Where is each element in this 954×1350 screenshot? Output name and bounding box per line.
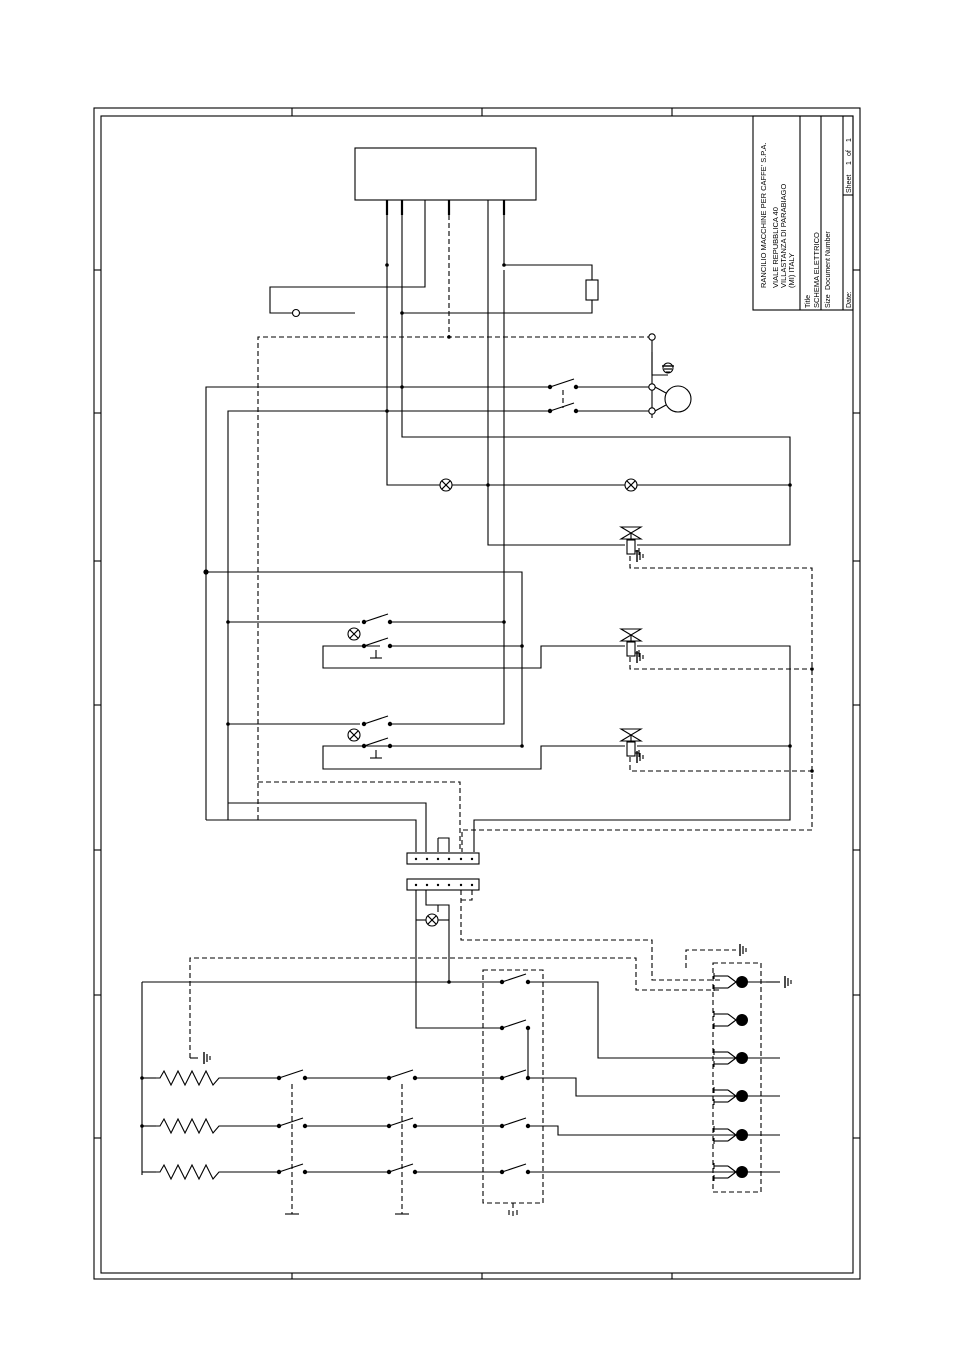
lamp-icon <box>625 479 637 491</box>
power-plug <box>714 973 748 1181</box>
address-country: (MI) ITALY <box>787 253 796 288</box>
junction-dots <box>140 263 814 1128</box>
terminal-strip-upper <box>407 853 479 864</box>
sheet-total: 1 <box>846 138 853 142</box>
ground-icon <box>766 976 791 988</box>
title-value: SCHEMA ELETTRICO <box>812 232 821 308</box>
lamp-icon <box>426 914 438 926</box>
ground-icon <box>740 944 746 956</box>
probe-terminal-icon <box>293 310 300 317</box>
drawing-frame <box>94 108 860 1279</box>
group-switch-1 <box>362 614 392 658</box>
date-label: Date: <box>846 291 853 308</box>
heating-resistor-icon <box>156 1165 228 1179</box>
ground-icon <box>637 550 643 562</box>
lamp-icon <box>348 628 360 640</box>
group-switch-2 <box>362 716 392 758</box>
lamp-icon <box>440 479 452 491</box>
heater-switch-contacts <box>277 1070 417 1174</box>
resistor-icon <box>586 280 598 300</box>
company-name: RANCILIO MACCHINE PER CAFFE' S.P.A. <box>759 143 768 289</box>
control-unit <box>355 148 536 215</box>
terminal-strip-lower <box>407 879 479 890</box>
title-label: Title <box>805 295 812 308</box>
solenoid-valve-icon <box>621 527 641 555</box>
lamp-icon <box>348 729 360 741</box>
sheet-number: 1 <box>846 161 853 165</box>
document-number-label: Document Number <box>825 231 832 290</box>
main-switch-contacts <box>500 974 530 1174</box>
size-label: Size <box>825 294 832 308</box>
title-block: RANCILIO MACCHINE PER CAFFE' S.P.A. VIAL… <box>753 116 853 310</box>
sheet-of: of <box>846 150 853 156</box>
heating-resistor-icon <box>156 1119 228 1133</box>
solenoid-valve-icon <box>621 729 641 757</box>
lower-wiring <box>142 890 780 1217</box>
motor-pump-icon <box>649 334 691 414</box>
pump-switch-contacts <box>548 379 578 413</box>
ground-icon <box>190 1052 210 1064</box>
sheet-label: Sheet <box>846 175 853 193</box>
solenoid-valve-icon <box>621 629 641 657</box>
heating-resistor-icon <box>156 1071 228 1085</box>
ground-icon <box>662 363 674 373</box>
